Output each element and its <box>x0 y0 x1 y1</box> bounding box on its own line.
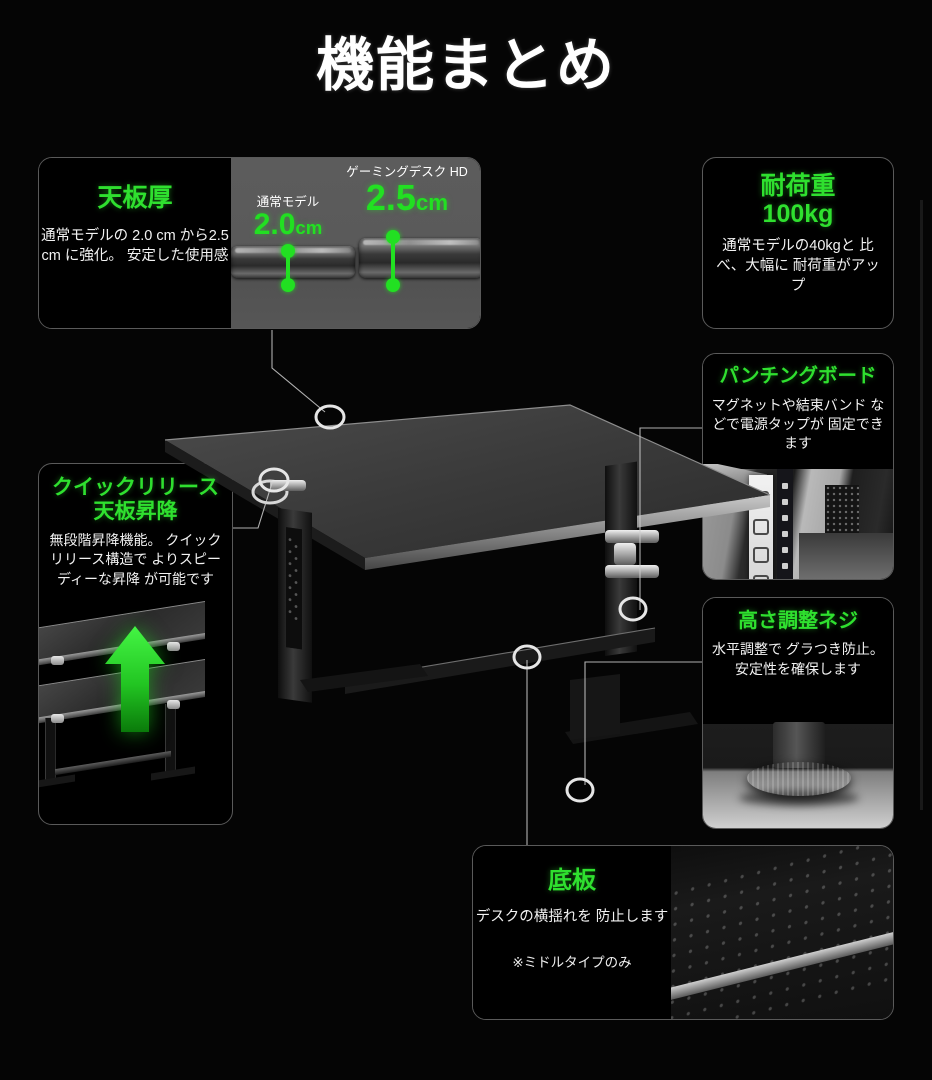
desk-raised <box>39 600 223 736</box>
leveling-foot <box>747 762 851 796</box>
load-title: 耐荷重 100kg <box>713 172 883 228</box>
base-title: 底板 <box>548 867 596 894</box>
hd-model-label: ゲーミングデスク HD 2.5cm <box>327 165 480 219</box>
right-edge-artifact <box>920 200 923 810</box>
card-base-plate: 底板 デスクの横揺れを 防止します ※ミドルタイプのみ <box>472 845 894 1020</box>
punching-text-panel: パンチングボード マグネットや結束バンド などで電源タップが 固定できます <box>703 354 893 464</box>
base-plate-photo <box>671 846 893 1019</box>
height-adjust-illustration <box>39 600 232 824</box>
quick-title: クイックリリース 天板昇降 <box>52 476 219 523</box>
screw-body: 水平調整で グラつき防止。 安定性を確保します <box>712 641 884 677</box>
base-text-panel: 底板 デスクの横揺れを 防止します ※ミドルタイプのみ <box>473 846 671 1019</box>
leg-column <box>773 722 825 768</box>
normal-model-value: 2.0cm <box>253 208 323 242</box>
hd-model-name: ゲーミングデスク HD <box>346 165 468 179</box>
screw-title: 高さ調整ネジ <box>738 610 858 632</box>
normal-model-name: 通常モデル <box>256 195 320 209</box>
perforated-base-plate <box>671 846 893 1019</box>
up-arrow-icon <box>105 626 165 732</box>
card-tabletop-thickness: 通常モデル 2.0cm ゲーミングデスク HD 2.5cm 天板厚 通常モデルの… <box>38 157 481 329</box>
card-height-screw: 高さ調整ネジ 水平調整で グラつき防止。 安定性を確保します <box>702 597 894 829</box>
hd-model-slab <box>359 238 480 278</box>
hd-measure-indicator <box>386 230 400 292</box>
page-title: 機能まとめ <box>315 33 616 98</box>
quick-body: 無段階昇降機能。 クイックリリース構造で よりスピーディーな昇降 が可能です <box>49 532 222 587</box>
punching-board-photo <box>703 459 893 579</box>
thickness-title: 天板厚 <box>97 184 173 212</box>
thickness-body: 通常モデルの 2.0 cm から2.5 cm に強化。 安定した使用感 <box>41 228 229 264</box>
card-punching-board: パンチングボード マグネットや結束バンド などで電源タップが 固定できます <box>702 353 894 580</box>
hd-model-value: 2.5cm <box>365 177 449 219</box>
quick-text-panel: クイックリリース 天板昇降 無段階昇降機能。 クイックリリース構造で よりスピー… <box>39 464 232 593</box>
load-body: 通常モデルの40kgと 比べ、大幅に 耐荷重がアップ <box>716 238 880 294</box>
thickness-text-panel: 天板厚 通常モデルの 2.0 cm から2.5 cm に強化。 安定した使用感 <box>39 158 231 328</box>
foot-shadow <box>739 790 859 806</box>
thickness-photo: 通常モデル 2.0cm ゲーミングデスク HD 2.5cm <box>231 158 480 328</box>
height-screw-photo <box>703 722 893 828</box>
punching-body: マグネットや結束バンド などで電源タップが 固定できます <box>711 396 885 452</box>
base-body: デスクの横揺れを 防止します <box>475 908 669 925</box>
desk-graphic <box>164 404 771 744</box>
desk-illustration <box>150 380 790 830</box>
normal-model-label: 通常モデル 2.0cm <box>229 195 347 242</box>
desk-lowered <box>39 658 223 794</box>
normal-measure-indicator <box>281 244 295 292</box>
screw-text-panel: 高さ調整ネジ 水平調整で グラつき防止。 安定性を確保します <box>703 598 893 688</box>
card-load-capacity: 耐荷重 100kg 通常モデルの40kgと 比べ、大幅に 耐荷重がアップ <box>702 157 894 329</box>
floor-surface <box>799 533 893 579</box>
load-value: 100kg <box>762 200 834 228</box>
card-quick-release: クイックリリース 天板昇降 無段階昇降機能。 クイックリリース構造で よりスピー… <box>38 463 233 825</box>
mounting-rail <box>777 469 793 579</box>
base-note: ※ミドルタイプのみ <box>512 954 632 970</box>
punching-title: パンチングボード <box>719 365 877 387</box>
